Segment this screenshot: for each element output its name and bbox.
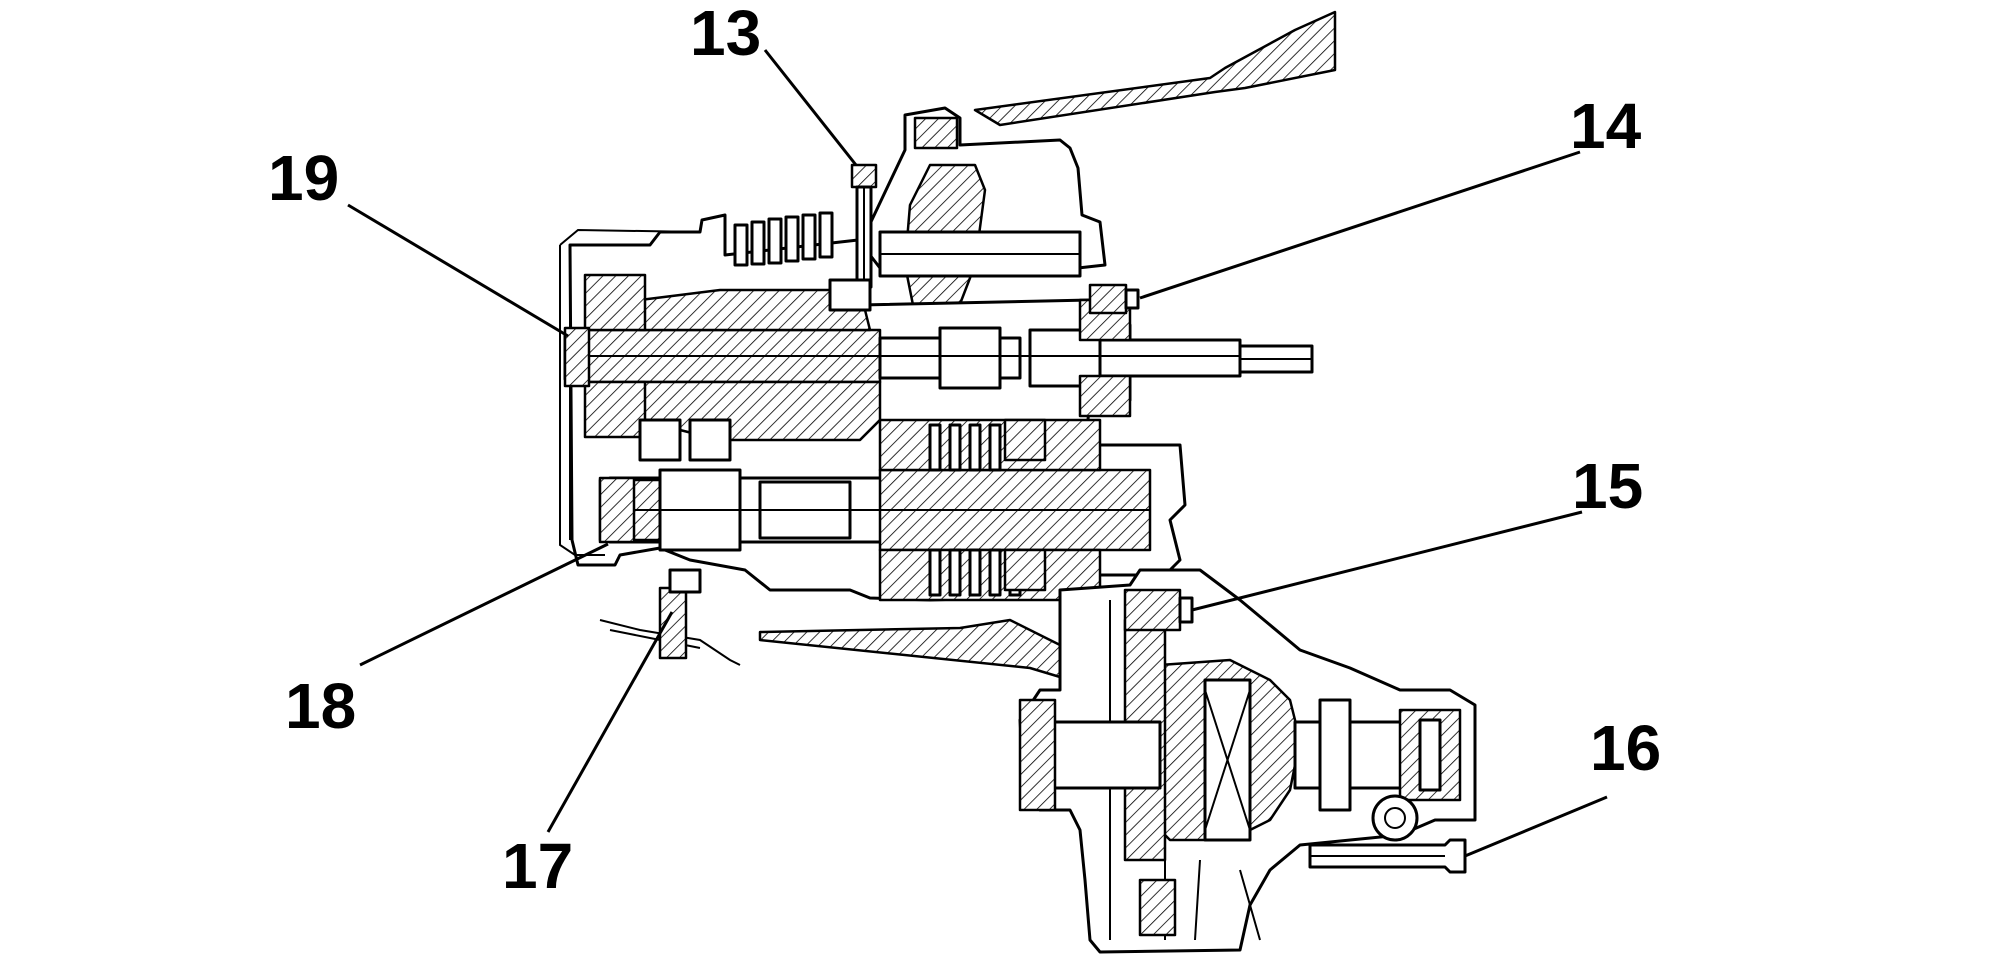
- diff-housing-bolt: [1123, 588, 1182, 632]
- lower-mount-bolt: [658, 586, 688, 660]
- input-shaft-nut: [563, 326, 591, 388]
- callout-17: 17: [502, 830, 573, 902]
- output-shaft-nut: [598, 476, 636, 544]
- callout-19: 19: [268, 142, 339, 214]
- shift-arm-bracket: [973, 10, 1337, 127]
- leader-18: [359, 542, 609, 667]
- callout-13: 13: [690, 0, 761, 69]
- leader-19: [347, 203, 569, 338]
- leader-14: [1139, 150, 1581, 300]
- upper-bolt-head: [913, 116, 959, 150]
- input-shaft: [563, 326, 1314, 390]
- speedo-drive-gear: [1371, 794, 1419, 842]
- leader-lines: [347, 49, 1608, 858]
- output-shaft: [598, 418, 1152, 602]
- axle-stub-left: [1043, 720, 1162, 790]
- leader-15: [1191, 510, 1583, 612]
- gear-teeth: [928, 423, 1022, 597]
- leader-16: [1464, 795, 1608, 858]
- selector-stud: [850, 163, 878, 289]
- transmission-drawing: [559, 10, 1477, 954]
- callout-16: 16: [1590, 712, 1661, 784]
- lower-case-flange: [758, 618, 1092, 682]
- callout-14: 14: [1570, 90, 1642, 162]
- case-upper-right-bolt: [1088, 283, 1128, 315]
- callout-18: 18: [285, 670, 356, 742]
- case-cooling-fins: [733, 211, 834, 267]
- axle-stub-right: [1293, 720, 1417, 790]
- leader-17: [546, 611, 674, 833]
- leader-13: [763, 49, 858, 166]
- callout-labels: 13 14 15 16 17 18 19: [268, 0, 1661, 902]
- end-cover-plate: [559, 228, 701, 556]
- callout-15: 15: [1572, 450, 1643, 522]
